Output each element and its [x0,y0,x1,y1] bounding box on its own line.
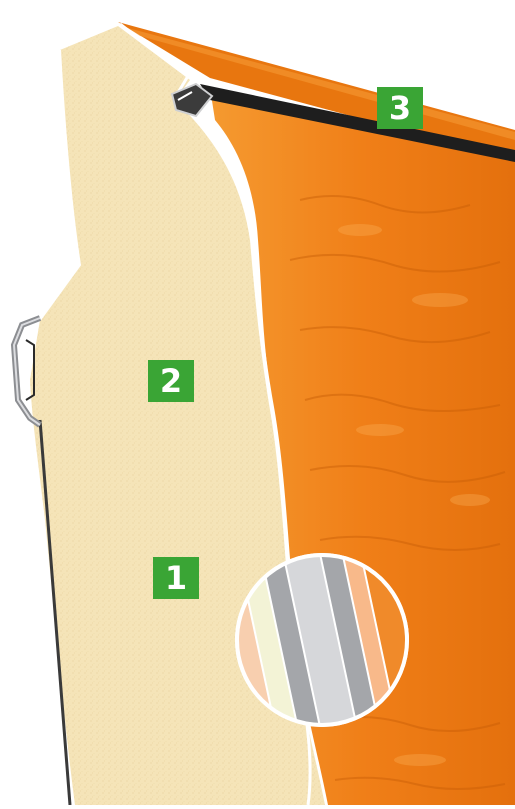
marker-2-badge: 2 [148,360,194,402]
marker-3-badge: 3 [377,87,423,129]
marker-1-badge: 1 [153,557,199,599]
